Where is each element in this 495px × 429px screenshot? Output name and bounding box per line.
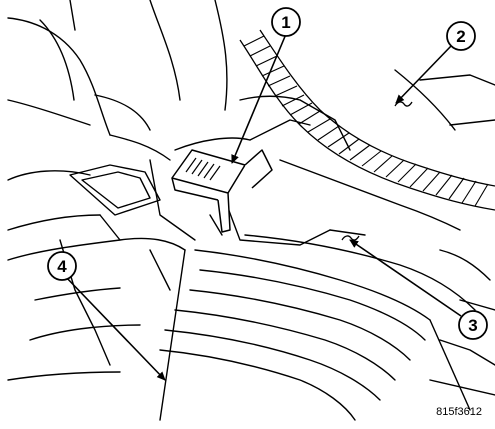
callout-number: 1 [281,13,290,32]
surface-tilde-2 [394,101,413,107]
leader-lines [63,33,462,381]
leader-arrow-4 [63,274,166,381]
leader-arrow-1 [231,33,287,164]
callout-number: 4 [57,257,67,276]
background-structure [7,0,495,421]
leader-arrow-3 [349,239,462,317]
connector-component [171,149,273,233]
leader-arrow-2 [395,44,453,104]
callout-3: 3 [458,310,488,340]
callout-4: 4 [47,251,77,281]
callout-2: 2 [446,21,476,51]
surface-marks [341,101,413,241]
callout-number: 2 [456,27,465,46]
callout-number: 3 [468,316,477,335]
wire-harness-conduit [239,29,495,211]
connector-grip-ribs [185,157,221,181]
figure-id: 815f3612 [436,406,482,418]
surface-tilde-3 [341,235,360,241]
callout-1: 1 [271,7,301,37]
